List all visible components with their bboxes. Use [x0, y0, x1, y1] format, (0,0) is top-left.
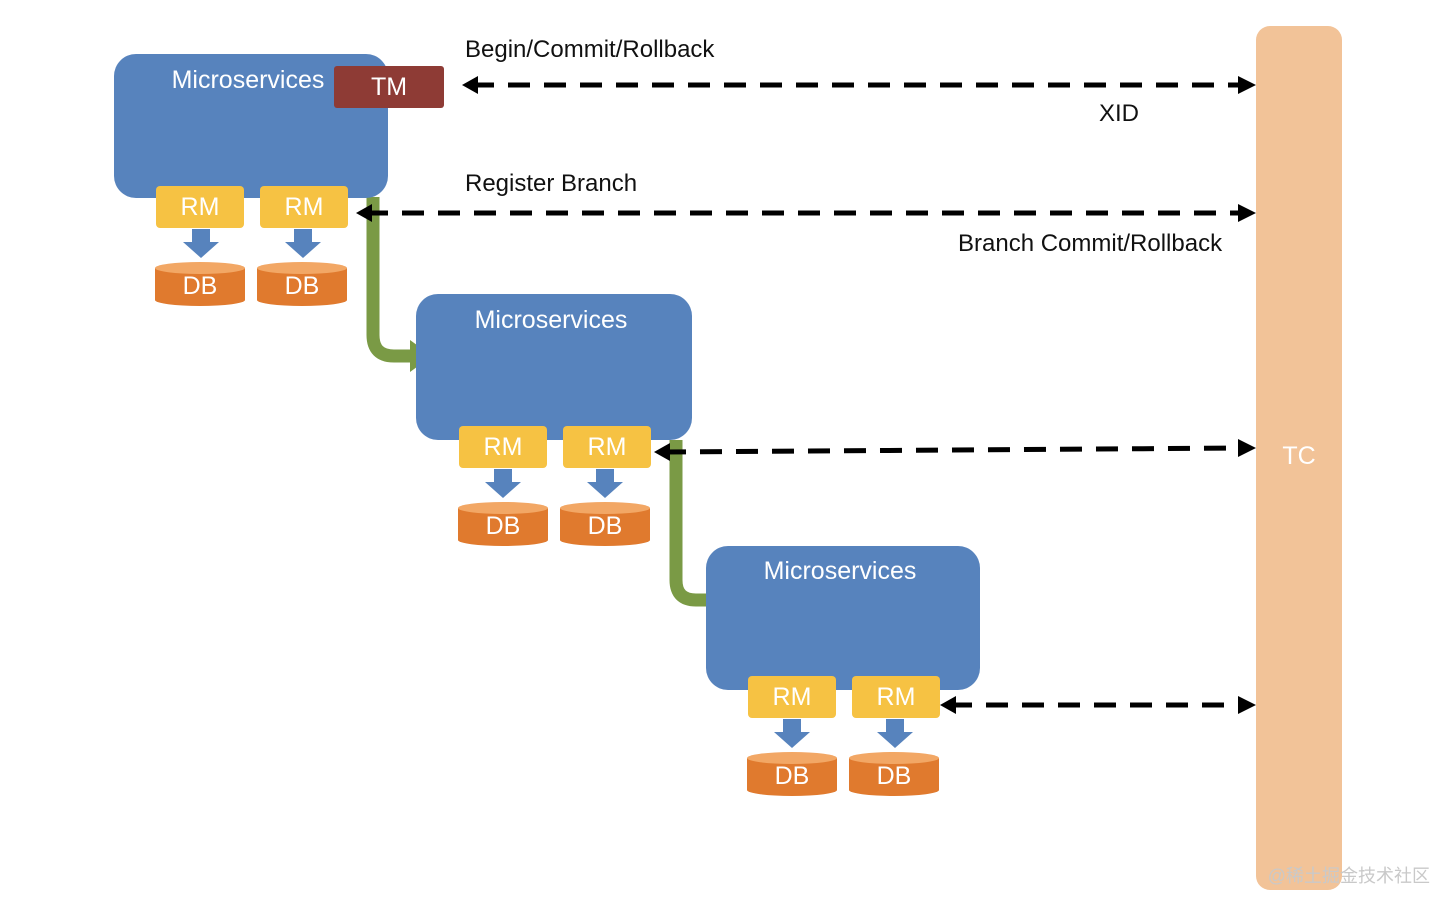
- microservice-label-1: Microservices: [171, 66, 325, 94]
- db-cylinder: DB: [560, 502, 650, 546]
- rm-box: RM: [852, 676, 940, 718]
- db-cylinder: DB: [155, 262, 245, 306]
- tm-tc-arrowhead-left: [462, 76, 478, 94]
- rm-db-arrow: [285, 229, 321, 258]
- register-branch-label: Register Branch: [465, 170, 638, 197]
- db-label: DB: [485, 511, 521, 540]
- rm-box: RM: [459, 426, 547, 468]
- db-label: DB: [284, 271, 320, 300]
- begin-commit-rollback-label: Begin/Commit/Rollback: [465, 36, 715, 63]
- rm-box: RM: [260, 186, 348, 228]
- db-label: DB: [774, 761, 810, 790]
- rm-db-arrow: [587, 469, 623, 498]
- rm-db-arrow: [183, 229, 219, 258]
- xid-label: XID: [1099, 100, 1140, 127]
- rm3-tc-arrowhead-left: [940, 696, 956, 714]
- tc-column: TC: [1256, 26, 1342, 890]
- rm-box: RM: [563, 426, 651, 468]
- db-label: DB: [876, 761, 912, 790]
- db-cylinder: DB: [747, 752, 837, 796]
- rm-db-arrow: [877, 719, 913, 748]
- db-cylinder: DB: [257, 262, 347, 306]
- rm-box: RM: [748, 676, 836, 718]
- microservice-label-2: Microservices: [474, 306, 628, 334]
- watermark: @稀土掘金技术社区: [1267, 866, 1430, 886]
- call-arrow-2: [669, 440, 712, 607]
- microservice-label-3: Microservices: [763, 557, 917, 585]
- rm2-tc-dashed-line: [663, 445, 1247, 455]
- tm-box: TM: [334, 66, 444, 108]
- microservice-box-2: [416, 294, 692, 440]
- tc-label: TC: [1282, 442, 1316, 470]
- call-arrow-1: [366, 197, 412, 363]
- microservice-box-3: [706, 546, 980, 690]
- rm2-tc-arrowhead-right: [1238, 439, 1256, 457]
- db-label: DB: [587, 511, 623, 540]
- rm1-tc-arrowhead-left: [356, 204, 372, 222]
- db-cylinder: DB: [849, 752, 939, 796]
- db-cylinder: DB: [458, 502, 548, 546]
- rm-box: RM: [156, 186, 244, 228]
- rm1-tc-arrowhead-right: [1238, 204, 1256, 222]
- branch-commit-rollback-label: Branch Commit/Rollback: [958, 230, 1223, 257]
- rm3-tc-arrowhead-right: [1238, 696, 1256, 714]
- rm-db-arrow: [485, 469, 521, 498]
- db-label: DB: [182, 271, 218, 300]
- tm-tc-arrowhead-right: [1238, 76, 1256, 94]
- rm-db-arrow: [774, 719, 810, 748]
- rm2-tc-arrowhead-left: [654, 443, 670, 461]
